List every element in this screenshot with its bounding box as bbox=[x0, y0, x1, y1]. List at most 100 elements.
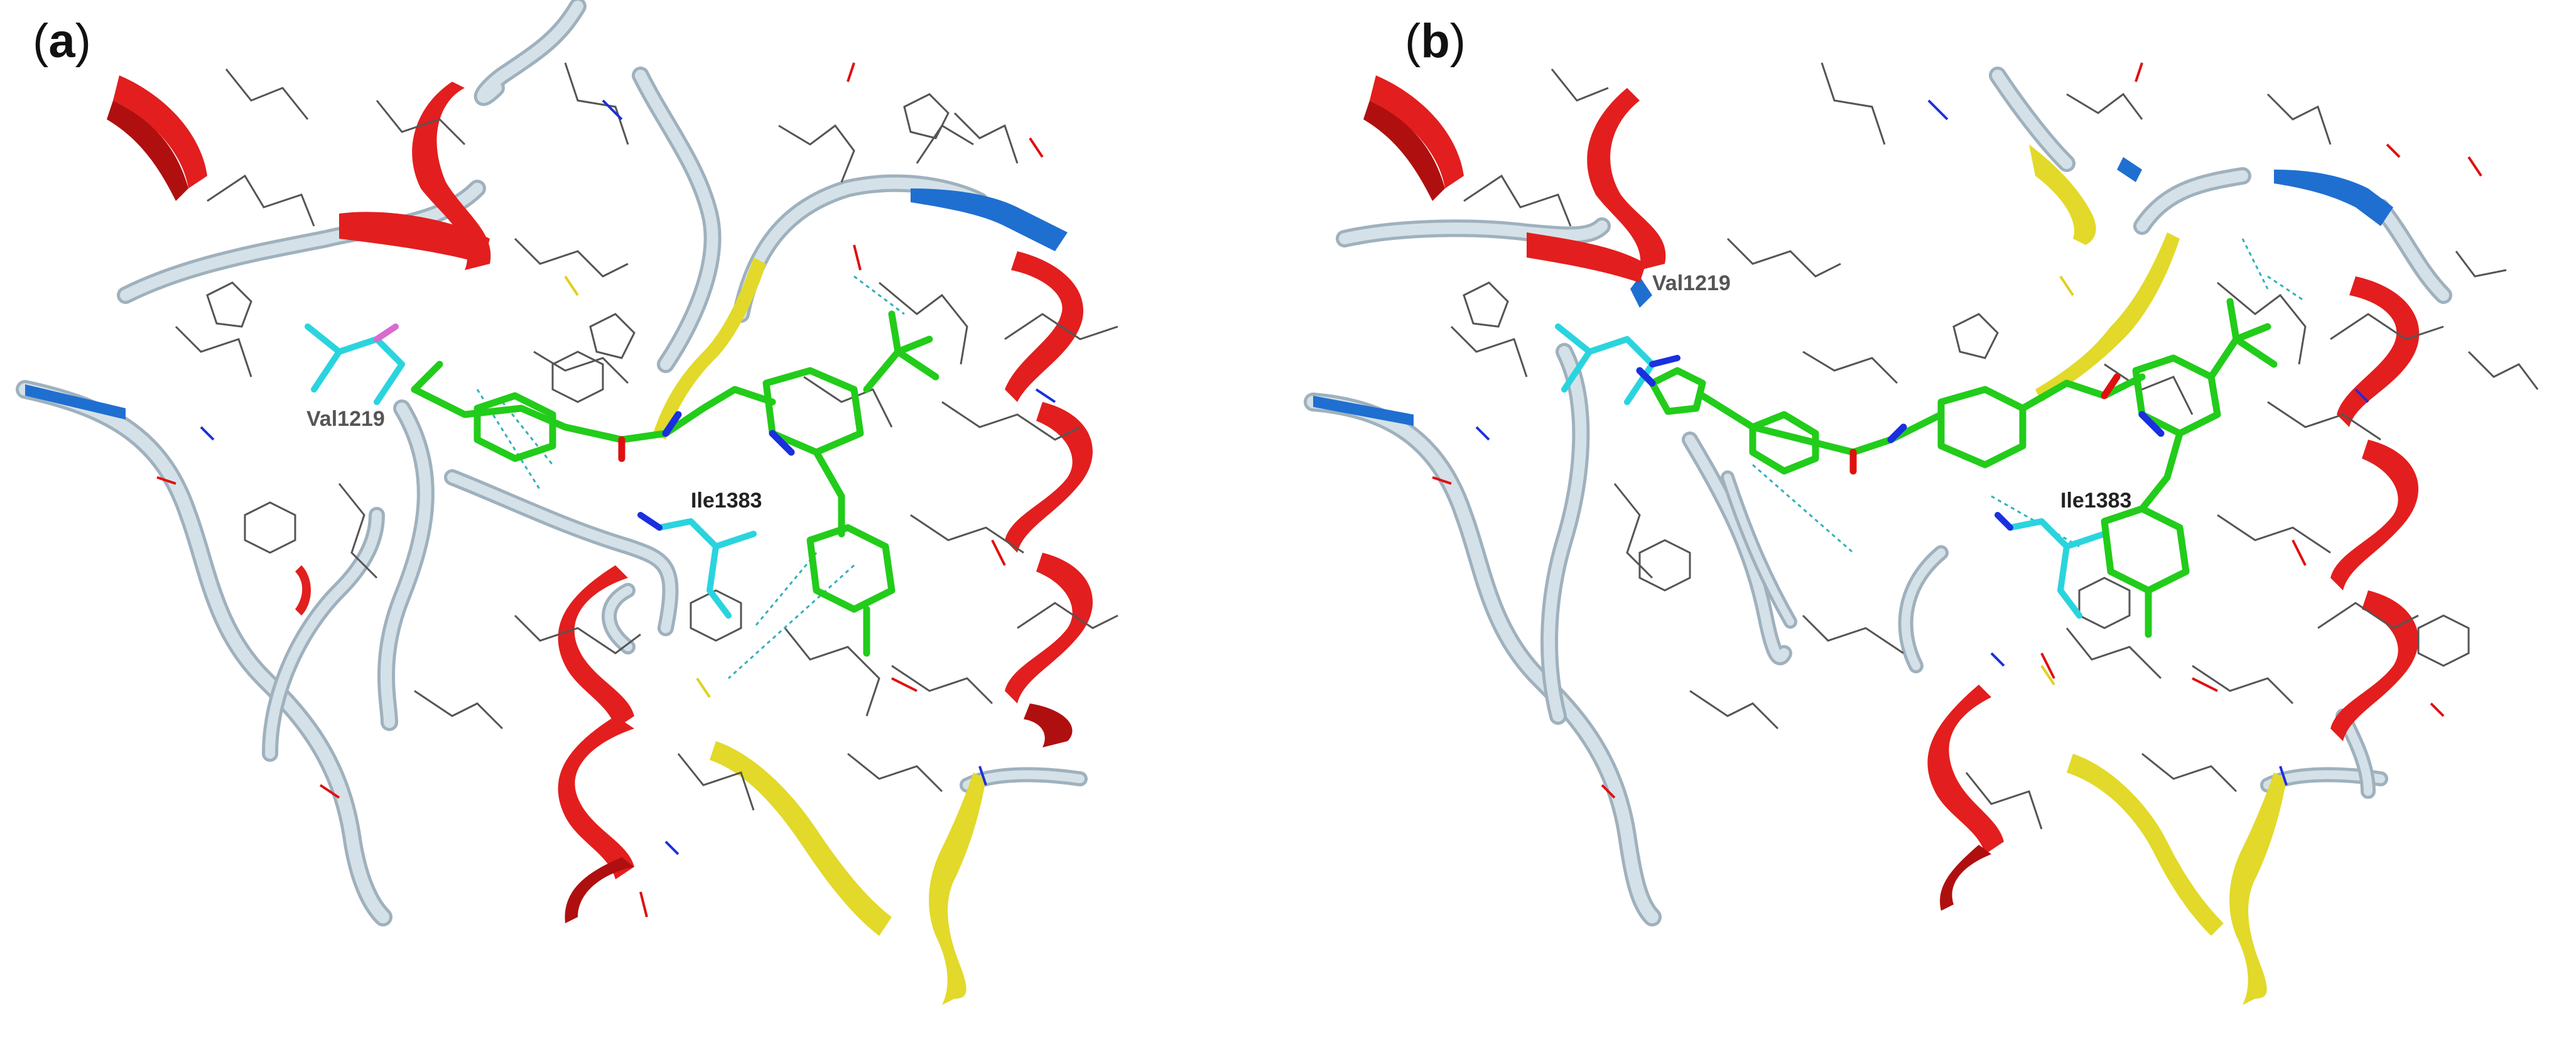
hbond bbox=[2267, 275, 2306, 303]
ligand-ring-3 bbox=[806, 524, 896, 613]
wire bbox=[2192, 665, 2294, 705]
hbond bbox=[853, 275, 905, 315]
val1219-stick-pink bbox=[374, 323, 399, 342]
coil-tube bbox=[635, 70, 718, 370]
coil-tube bbox=[1724, 474, 1794, 626]
helix-top-center-2 bbox=[1527, 232, 1646, 283]
wire bbox=[891, 665, 993, 705]
panel-b: (b) Val1219 Ile1383 bbox=[1288, 0, 2576, 1042]
wire bbox=[564, 62, 629, 145]
helix-right-4 bbox=[1024, 703, 1073, 747]
ring-wire bbox=[690, 589, 742, 642]
coil-ribbons bbox=[1304, 67, 2452, 926]
nitrogen-tip bbox=[1475, 426, 1490, 441]
coil-tube bbox=[1307, 396, 1659, 923]
wire bbox=[784, 627, 880, 717]
residue-label-ile1383: Ile1383 bbox=[2060, 489, 2132, 513]
ligand-tbutyl bbox=[2207, 298, 2278, 381]
sulfur-tip bbox=[696, 677, 711, 698]
strand-bottom-center bbox=[2067, 754, 2224, 936]
coil-tube bbox=[2136, 170, 2248, 232]
wire bbox=[2330, 313, 2444, 340]
coil-tube bbox=[265, 510, 382, 759]
oxygen-tip bbox=[2292, 540, 2307, 566]
sulfur-tip bbox=[2040, 665, 2055, 686]
wire bbox=[1689, 690, 1779, 730]
wire bbox=[1004, 313, 1118, 340]
helix-center-3 bbox=[565, 857, 634, 923]
coil-tube bbox=[1901, 548, 1946, 670]
oxygen-tip bbox=[1029, 137, 1044, 158]
wire bbox=[2455, 251, 2507, 278]
strand-bottom-right bbox=[2229, 773, 2286, 1005]
coil-tube bbox=[262, 507, 385, 762]
panel-label-close: ) bbox=[75, 14, 91, 68]
wire bbox=[879, 281, 968, 365]
helix-ribbons bbox=[1363, 75, 2420, 911]
oxygen-tip bbox=[847, 62, 855, 82]
ile1383-stick bbox=[656, 518, 757, 619]
ligand-chain bbox=[411, 386, 776, 443]
wire bbox=[2217, 514, 2331, 554]
wire bbox=[1965, 772, 2043, 830]
panel-label-letter: a bbox=[48, 14, 75, 68]
helix-top-left-back bbox=[107, 100, 188, 201]
blue-ribbons bbox=[1313, 157, 2393, 426]
oxygen-tip bbox=[1432, 476, 1452, 485]
helix-right-3 bbox=[2330, 590, 2418, 741]
ligand-pyrazole-n bbox=[1636, 367, 1656, 387]
wire bbox=[2467, 350, 2539, 390]
strand-top bbox=[2029, 144, 2096, 245]
wire bbox=[1802, 350, 1898, 384]
helix-right-1 bbox=[1005, 251, 1084, 402]
coil-tube bbox=[477, 1, 583, 103]
panel-label-close: ) bbox=[1449, 14, 1466, 68]
helix-right-1 bbox=[2337, 276, 2420, 427]
blue-ribbons bbox=[25, 188, 1068, 420]
hbond bbox=[2241, 238, 2269, 290]
oxygen-tip bbox=[891, 677, 917, 692]
nitrogen-tip bbox=[1990, 652, 2005, 667]
oxygen-tip bbox=[2467, 156, 2482, 177]
nitrogen-tip bbox=[2279, 766, 2288, 786]
ligand-ring-pyrazole bbox=[1648, 367, 1706, 415]
helix-ribbons bbox=[107, 75, 1093, 923]
coil-tube bbox=[1339, 220, 1608, 244]
coil-tube bbox=[447, 472, 676, 633]
coil-tube bbox=[632, 67, 722, 373]
ring-wire bbox=[1463, 281, 1509, 328]
wire bbox=[2267, 401, 2381, 441]
strand-ribbons bbox=[653, 258, 986, 1005]
strand-bottom-center bbox=[710, 741, 892, 936]
panel-label-a: (a) bbox=[33, 14, 91, 68]
protein-ligand-scene-b bbox=[1304, 62, 2539, 1005]
helix-right-2 bbox=[1005, 402, 1093, 553]
helix-top-left bbox=[113, 75, 207, 188]
ligand bbox=[1636, 298, 2278, 638]
wire bbox=[2217, 281, 2307, 365]
oxygen-tip bbox=[639, 891, 648, 918]
wire bbox=[207, 174, 315, 227]
side-chain-wires bbox=[1450, 62, 2539, 830]
helix-top-left bbox=[1370, 75, 1464, 188]
ligand-pyr-n bbox=[769, 430, 795, 456]
blue-ribbon-top bbox=[911, 188, 1068, 251]
wire bbox=[533, 350, 629, 384]
hbond bbox=[476, 389, 541, 491]
wire bbox=[225, 68, 309, 120]
strand-center-top bbox=[653, 258, 766, 440]
ligand-link-2 bbox=[2138, 430, 2184, 513]
nitrogen-tip bbox=[2354, 388, 2369, 403]
nitrogen-tip bbox=[1927, 99, 1949, 121]
wire bbox=[1821, 62, 1886, 145]
coil-tube bbox=[19, 383, 389, 923]
wire bbox=[941, 401, 1081, 441]
coil-tube bbox=[381, 403, 431, 728]
ligand-left-stub bbox=[411, 361, 443, 393]
coil-tube bbox=[605, 586, 632, 651]
wire bbox=[2065, 627, 2162, 680]
ligand-pyr-n bbox=[2138, 411, 2165, 437]
ligand-amide-n bbox=[1887, 423, 1907, 443]
coil-tube bbox=[120, 183, 483, 301]
coil-tube bbox=[1544, 346, 1587, 722]
